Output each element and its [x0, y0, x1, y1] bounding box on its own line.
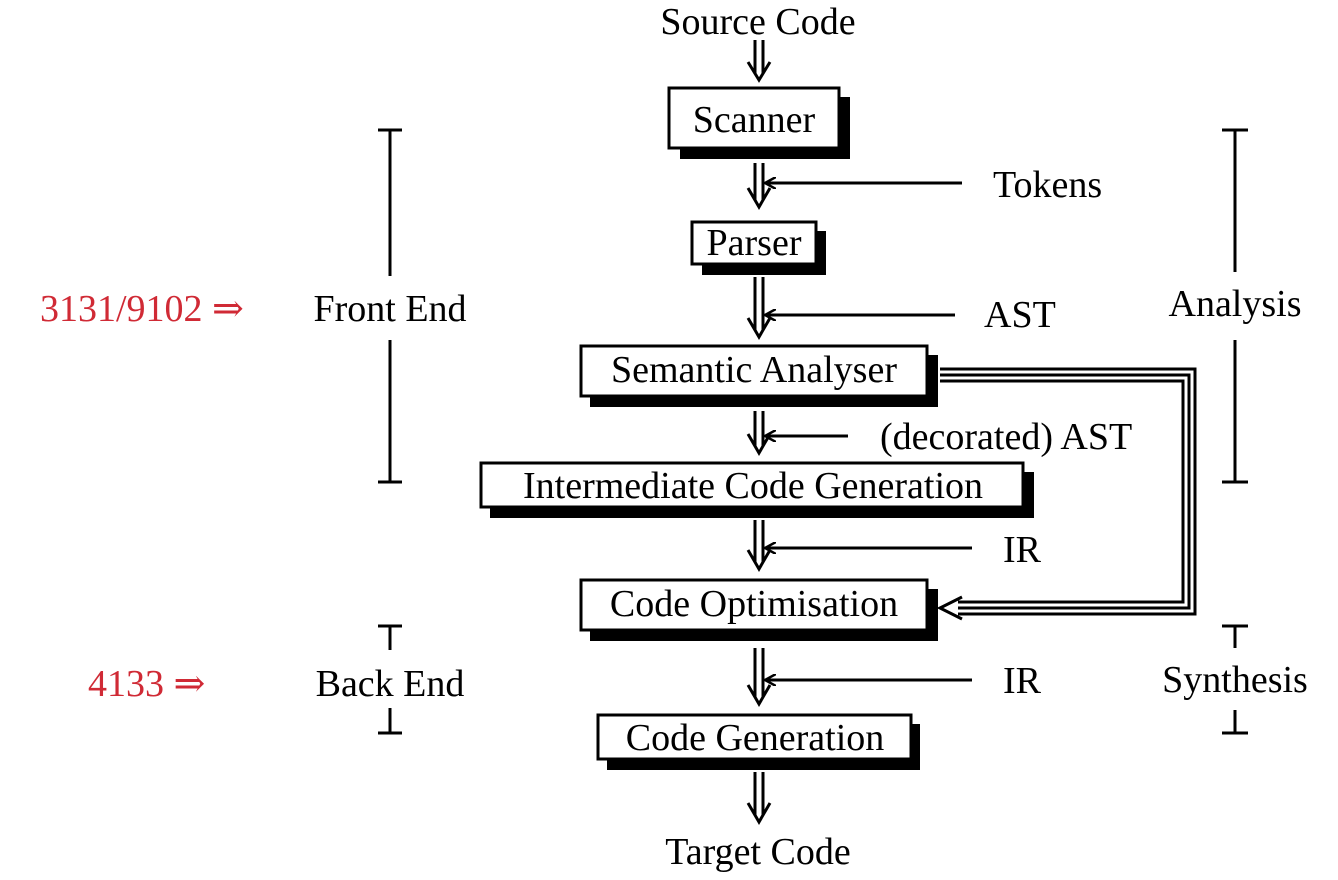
analysis-label: Analysis [1169, 283, 1302, 325]
parser-box: Parser [690, 220, 826, 275]
flow-arrow-icg-optim [746, 520, 772, 572]
decorated-ast-label: (decorated) AST [880, 416, 1132, 458]
flow-arrow-scanner-parser [746, 163, 772, 210]
code-optimisation-label: Code Optimisation [610, 583, 898, 625]
code-generation-box: Code Generation [596, 713, 920, 770]
semantic-analyser-label: Semantic Analyser [611, 349, 897, 391]
ast-label: AST [984, 294, 1056, 336]
front-end-bracket [378, 128, 402, 484]
icg-box: Intermediate Code Generation [479, 461, 1034, 518]
back-end-bracket [378, 624, 402, 735]
semantic-analyser-box: Semantic Analyser [579, 344, 938, 407]
source-code-label: Source Code [660, 1, 855, 43]
icg-label: Intermediate Code Generation [523, 465, 983, 507]
parser-label: Parser [707, 222, 802, 264]
synthesis-label: Synthesis [1162, 659, 1308, 701]
synthesis-bracket [1222, 624, 1248, 735]
back-end-label: Back End [316, 663, 465, 705]
symbol-table-bypass-arrow [936, 367, 1197, 621]
back-end-course-codes: 4133 ⇒ [88, 663, 205, 705]
flow-arrow-source-scanner [746, 40, 772, 83]
code-generation-label: Code Generation [626, 717, 885, 759]
target-code-label: Target Code [665, 831, 851, 873]
ir-label-1: IR [1003, 529, 1042, 571]
ir-label-2: IR [1003, 660, 1042, 702]
scanner-label: Scanner [693, 99, 816, 141]
flow-arrow-codegen-target [746, 772, 772, 825]
front-end-course-codes: 3131/9102 ⇒ [40, 288, 244, 330]
flow-arrow-semantic-icg [746, 411, 772, 456]
tokens-label: Tokens [993, 164, 1102, 206]
scanner-box: Scanner [667, 86, 850, 159]
analysis-bracket [1222, 128, 1248, 484]
flow-arrow-parser-semantic [746, 277, 772, 340]
code-optimisation-box: Code Optimisation [579, 578, 938, 641]
flow-arrow-optim-codegen [746, 648, 772, 707]
front-end-label: Front End [313, 288, 466, 330]
